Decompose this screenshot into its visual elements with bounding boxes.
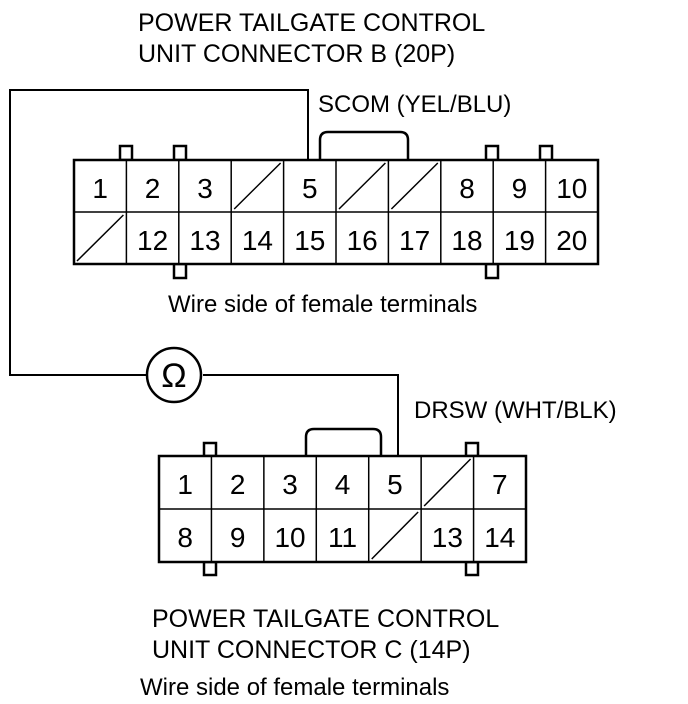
connector-b-key-tab (538, 144, 554, 162)
connector-b-key-tab (118, 144, 134, 162)
connector_b-empty-cavity (76, 214, 124, 262)
connector_c-terminal-4: 4 (335, 469, 351, 500)
connector-b-title-line1: POWER TAILGATE CONTROL (138, 9, 485, 37)
connector_b-terminal-9: 9 (512, 173, 528, 204)
connector-c-key-tab (464, 441, 480, 458)
drsw-wire (203, 374, 399, 456)
connector-b-wire-side-note: Wire side of female terminals (168, 291, 477, 318)
connector-c-lock-tab (304, 427, 383, 456)
connector_b-terminal-5: 5 (302, 173, 318, 204)
connector-b-title-line2: UNIT CONNECTOR B (20P) (138, 40, 455, 68)
scom-wire (9, 89, 309, 376)
connector_b-terminal-2: 2 (145, 173, 161, 204)
connector-c-title-line2: UNIT CONNECTOR C (14P) (152, 636, 471, 664)
connector_c-terminal-14: 14 (484, 522, 515, 553)
connector_b-terminal-14: 14 (242, 225, 273, 256)
connector_b-terminal-10: 10 (556, 173, 587, 204)
connector_c-terminal-13: 13 (432, 522, 463, 553)
connector_b-empty-cavity (233, 162, 282, 210)
connector_b-terminal-17: 17 (399, 225, 430, 256)
connector_b-terminal-20: 20 (556, 225, 587, 256)
connector_c-terminal-1: 1 (177, 469, 193, 500)
connector_c-terminal-8: 8 (177, 522, 193, 553)
ohm-symbol: Ω (161, 357, 186, 395)
connector_c-empty-cavity (423, 458, 472, 507)
connector_c-terminal-9: 9 (230, 522, 246, 553)
connector_b-terminal-3: 3 (197, 173, 213, 204)
connector-b-key-tab (172, 262, 188, 280)
connector-c-key-tab (202, 560, 218, 577)
connector-b-key-tab (172, 144, 188, 162)
connector-c-key-tab (202, 441, 218, 458)
connector-c: 1 2 3 4 5 7 8 9 10 11 13 14 (157, 427, 528, 577)
ohmmeter-icon: Ω (145, 346, 203, 404)
connector_c-terminal-5: 5 (387, 469, 403, 500)
connector_c-terminal-7: 7 (492, 469, 508, 500)
connector_b-empty-cavity (390, 162, 439, 210)
connector_b-terminal-8: 8 (459, 173, 475, 204)
drsw-label: DRSW (WHT/BLK) (414, 397, 617, 424)
connector-b-lock-tab (318, 130, 410, 160)
scom-label: SCOM (YEL/BLU) (318, 91, 511, 118)
connector-c-title-line1: POWER TAILGATE CONTROL (152, 605, 499, 633)
connector_c-terminal-11: 11 (328, 522, 357, 553)
connector-c-wire-side-note: Wire side of female terminals (140, 674, 449, 701)
connector_b-terminal-1: 1 (92, 173, 108, 204)
connector_b-terminal-18: 18 (451, 225, 482, 256)
connector_c-terminal-10: 10 (274, 522, 305, 553)
connector_b-terminal-16: 16 (347, 225, 378, 256)
connector_b-terminal-13: 13 (189, 225, 220, 256)
connector_b-terminal-19: 19 (504, 225, 535, 256)
connector_b-empty-cavity (338, 162, 386, 210)
connector-b-key-tab (484, 144, 500, 162)
connector_c-empty-cavity (371, 511, 419, 560)
connector-b-key-tab (484, 262, 500, 280)
connector_c-terminal-3: 3 (282, 469, 298, 500)
connector-c-key-tab (464, 560, 480, 577)
connector_b-terminal-15: 15 (294, 225, 325, 256)
connector_c-terminal-2: 2 (230, 469, 246, 500)
connector_b-terminal-12: 12 (137, 225, 168, 256)
